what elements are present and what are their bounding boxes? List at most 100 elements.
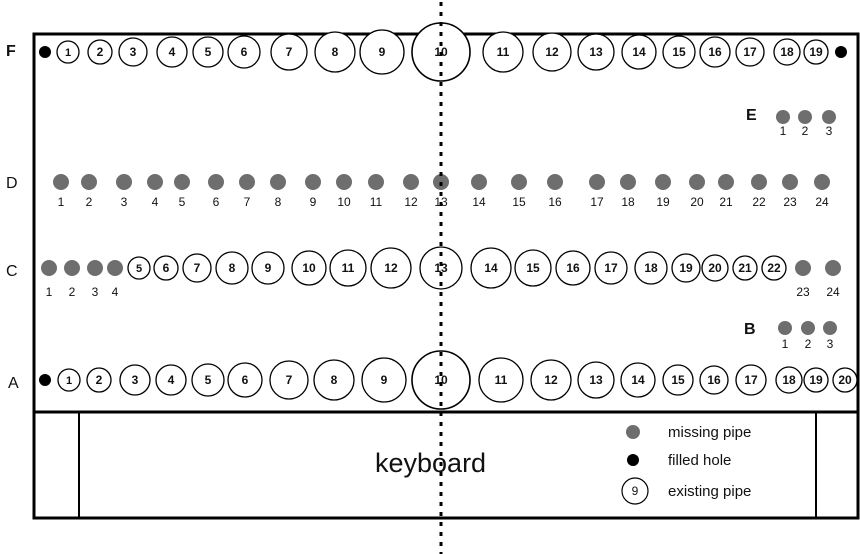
pipe-layer: 1234567891011121314151617181912312345678…	[39, 22, 858, 410]
pipe-a-16-label: 16	[707, 373, 721, 387]
pipe-d-14-missing	[471, 174, 487, 190]
pipe-c-3-missing	[87, 260, 103, 276]
pipe-f-17-existing	[735, 37, 765, 67]
pipe-a-13-existing	[577, 361, 615, 399]
pipe-f-8-label: 8	[332, 45, 339, 59]
pipe-d-21-label: 21	[719, 195, 733, 209]
pipe-d-19-missing	[655, 174, 671, 190]
legend: missing pipe filled hole 9 existing pipe	[621, 424, 751, 505]
pipe-a-12-existing	[530, 359, 572, 401]
pipe-d-9-label: 9	[310, 195, 317, 209]
legend-missing-label: missing pipe	[668, 424, 751, 441]
pipe-f-1-existing	[56, 40, 80, 64]
pipe-d-21-missing	[718, 174, 734, 190]
pipe-c-1-missing	[41, 260, 57, 276]
pipe-c-6-label: 6	[163, 261, 170, 275]
pipe-c-16-label: 16	[566, 261, 580, 275]
pipe-d-8-missing	[270, 174, 286, 190]
pipe-f-13-label: 13	[589, 45, 603, 59]
pipe-f-5-existing	[192, 36, 224, 68]
pipe-a-4-existing	[155, 364, 187, 396]
pipe-e-2-label: 2	[802, 124, 809, 138]
pipe-a-8-existing	[313, 359, 355, 401]
pipe-c-17-existing	[594, 251, 628, 285]
pipe-c-14-label: 14	[484, 261, 498, 275]
pipe-f-6-label: 6	[241, 45, 248, 59]
pipe-a-11-existing	[478, 357, 524, 403]
pipe-c-4-missing	[107, 260, 123, 276]
pipe-d-18-missing	[620, 174, 636, 190]
pipe-d-22-label: 22	[752, 195, 766, 209]
pipe-c-13-label: 13	[434, 261, 448, 275]
pipe-f-11-label: 11	[497, 45, 510, 59]
pipe-f-end-0-filled	[39, 46, 51, 58]
pipe-c-5-existing	[127, 256, 151, 280]
pipe-d-19-label: 19	[656, 195, 670, 209]
pipe-e-3-label: 3	[826, 124, 833, 138]
pipe-b-3-missing	[823, 321, 837, 335]
pipe-a-2-label: 2	[96, 373, 103, 387]
pipe-d-10-label: 10	[337, 195, 351, 209]
pipe-a-7-existing	[269, 360, 309, 400]
pipe-d-1-missing	[53, 174, 69, 190]
legend-filled-label: filled hole	[668, 452, 731, 469]
legend-filled-symbol	[627, 454, 639, 466]
pipe-d-3-label: 3	[121, 195, 128, 209]
pipe-c-19-existing	[671, 253, 701, 283]
pipe-a-1-label: 1	[66, 375, 72, 387]
pipe-d-12-label: 12	[404, 195, 418, 209]
pipe-c-23-label: 23	[796, 285, 810, 299]
pipe-c-9-label: 9	[265, 261, 272, 275]
pipe-b-2-label: 2	[805, 337, 812, 351]
pipe-f-4-existing	[156, 36, 188, 68]
pipe-c-2-label: 2	[69, 285, 76, 299]
pipe-f-7-existing	[270, 33, 308, 71]
pipe-a-3-existing	[119, 364, 151, 396]
row-label-b: B	[744, 321, 756, 338]
row-label-f: F	[6, 43, 16, 60]
pipe-f-15-label: 15	[672, 45, 686, 59]
pipe-f-5-label: 5	[205, 45, 212, 59]
pipe-f-14-label: 14	[632, 45, 646, 59]
pipe-d-16-missing	[547, 174, 563, 190]
pipe-a-17-label: 17	[744, 373, 758, 387]
pipe-a-9-existing	[361, 357, 407, 403]
pipe-f-16-existing	[699, 36, 731, 68]
pipe-c-22-label: 22	[767, 261, 781, 275]
pipe-c-7-existing	[182, 253, 212, 283]
pipe-c-6-existing	[153, 255, 179, 281]
pipe-f-18-existing	[773, 38, 801, 66]
pipe-a-18-label: 18	[782, 373, 796, 387]
pipe-a-15-label: 15	[671, 373, 685, 387]
pipe-c-20-label: 20	[708, 261, 722, 275]
pipe-c-18-label: 18	[644, 261, 658, 275]
pipe-d-8-label: 8	[275, 195, 282, 209]
pipe-c-15-label: 15	[526, 261, 540, 275]
pipe-f-12-existing	[532, 32, 572, 72]
pipe-d-12-missing	[403, 174, 419, 190]
pipe-d-4-missing	[147, 174, 163, 190]
pipe-c-1-label: 1	[46, 285, 53, 299]
keyboard-label: keyboard	[375, 448, 486, 478]
pipe-d-17-missing	[589, 174, 605, 190]
pipe-c-24-label: 24	[826, 285, 840, 299]
pipe-e-3-missing	[822, 110, 836, 124]
pipe-a-8-label: 8	[331, 373, 338, 387]
pipe-f-17-label: 17	[743, 45, 757, 59]
pipe-a-6-label: 6	[242, 373, 249, 387]
pipe-a-13-label: 13	[589, 373, 603, 387]
pipe-d-17-label: 17	[590, 195, 604, 209]
pipe-a-12-label: 12	[544, 373, 558, 387]
pipe-d-4-label: 4	[152, 195, 159, 209]
pipe-e-1-missing	[776, 110, 790, 124]
pipe-d-9-missing	[305, 174, 321, 190]
pipe-a-11-label: 11	[495, 373, 508, 387]
pipe-f-1-label: 1	[65, 47, 71, 59]
pipe-f-8-existing	[314, 31, 356, 73]
pipe-f-14-existing	[621, 34, 657, 70]
pipe-c-2-missing	[64, 260, 80, 276]
pipe-a-17-existing	[735, 364, 767, 396]
pipe-c-21-label: 21	[738, 261, 752, 275]
